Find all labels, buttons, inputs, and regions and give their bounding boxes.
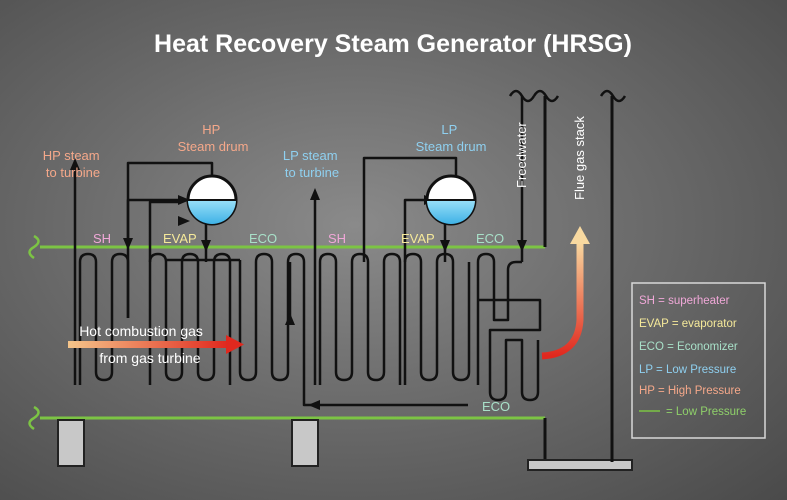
sh-section-label: SH xyxy=(93,231,111,246)
support-pillar xyxy=(291,419,319,467)
hp-drum-steam-riser xyxy=(126,161,214,240)
lp-economizer-lower xyxy=(478,298,542,402)
pipe-network xyxy=(73,89,542,407)
lp-economizer-tubes xyxy=(476,252,522,385)
green-boundary-lines xyxy=(28,234,545,431)
lp-superheater-tubes xyxy=(318,252,402,385)
stack-base xyxy=(527,459,633,471)
lp-drum-water xyxy=(427,200,475,224)
upper-break-mark xyxy=(28,234,40,260)
eco-section-label: ECO xyxy=(476,231,504,246)
flue-gas-stack-label: Flue gas stack xyxy=(572,116,587,200)
legend-item: = Low Pressure xyxy=(666,406,746,418)
flue-gas-arrow xyxy=(541,226,590,360)
feedwater-break-mark xyxy=(508,89,536,103)
legend-item: EVAP = evaporator xyxy=(639,318,737,330)
lp-steam-arrow xyxy=(310,188,320,200)
evap-section-label: EVAP xyxy=(401,231,435,246)
lp-steam-drum xyxy=(425,174,477,226)
hot-gas-arrow-shaft xyxy=(68,341,228,348)
support-pillars xyxy=(57,418,633,471)
hot-gas-label: Hot combustion gas from gas turbine xyxy=(79,323,207,366)
freedwater-label: Freedwater xyxy=(514,122,529,188)
legend-item: HP = High Pressure xyxy=(639,385,741,397)
legend-item: SH = superheater xyxy=(639,295,730,307)
lp-evaporator-tubes xyxy=(403,252,471,385)
stack-break-mark xyxy=(599,89,627,103)
legend: SH = superheater EVAP = evaporator ECO =… xyxy=(631,282,766,439)
evap-section-label: EVAP xyxy=(163,231,197,246)
hot-gas-arrow-head xyxy=(226,335,244,354)
legend-item: LP = Low Pressure xyxy=(639,364,736,376)
eco-section-label: ECO xyxy=(249,231,277,246)
diagram-labels: HP steam to turbine HP Steam drum LP ste… xyxy=(43,116,587,414)
legend-box xyxy=(631,282,766,439)
hp-drum-label: HP Steam drum xyxy=(178,122,249,154)
hp-evap-riser xyxy=(148,200,180,262)
hot-gas-arrow xyxy=(68,335,244,354)
hp-steam-arrow xyxy=(70,158,80,170)
hp-drum-in-arrow xyxy=(178,195,190,205)
feedwater-arrow xyxy=(517,240,527,252)
flue-gas-stack xyxy=(532,89,627,462)
hp-drum-in-arrow xyxy=(178,216,190,226)
lp-drum-label: LP Steam drum xyxy=(416,122,487,154)
hp-eco-up-arrow xyxy=(285,313,295,325)
lp-evap-riser xyxy=(403,198,426,262)
hp-drum-water xyxy=(188,200,236,224)
hp-steam-label: HP steam to turbine xyxy=(43,148,103,180)
hp-economizer-tubes xyxy=(238,252,468,407)
lp-drum-steam-riser xyxy=(362,156,458,262)
support-pillar xyxy=(57,419,85,467)
lower-break-mark xyxy=(28,405,40,431)
flue-gas-arrow-head xyxy=(570,226,590,244)
sh-section-label: SH xyxy=(328,231,346,246)
hp-superheater-tubes xyxy=(78,252,130,385)
hp-downcomer-arrow xyxy=(201,240,211,252)
legend-item: ECO = Economizer xyxy=(639,341,738,353)
sh-down-arrow xyxy=(123,238,133,250)
page-title: Heat Recovery Steam Generator (HRSG) xyxy=(154,30,632,58)
lp-steam-label: LP steam to turbine xyxy=(283,148,341,180)
hp-evaporator-tubes xyxy=(148,252,232,385)
hp-steam-drum xyxy=(186,174,238,226)
flue-gas-arrow-shaft xyxy=(541,242,584,360)
eco-return-arrow xyxy=(308,400,320,410)
lp-downcomer-arrow xyxy=(440,240,450,252)
stack-break-mark xyxy=(532,89,560,103)
eco-section-label: ECO xyxy=(482,399,510,414)
